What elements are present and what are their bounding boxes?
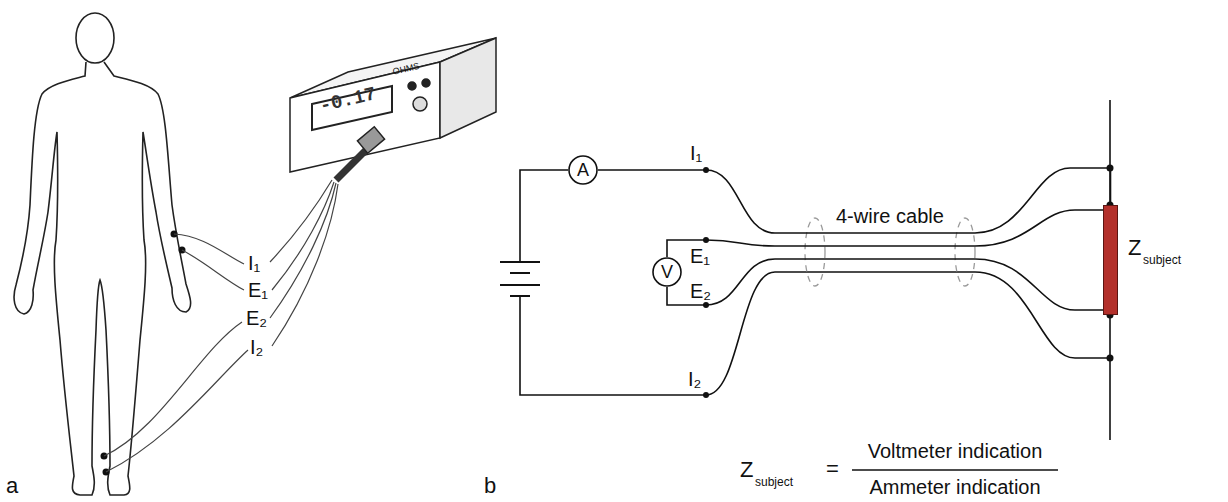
circuit-wire (598, 168, 1111, 233)
impedance-symbol: Z (1128, 236, 1141, 260)
lead-wires (104, 180, 338, 472)
formula-denominator: Ammeter indication (869, 476, 1040, 498)
impedance-subscript: subject (1143, 254, 1181, 267)
lead-name: E₂ (246, 307, 267, 329)
terminal-name: E₁ (690, 245, 710, 267)
formula-symbol: Z (740, 458, 753, 482)
formula-numerator: Voltmeter indication (868, 440, 1043, 462)
panel-letter: a (6, 474, 18, 498)
lead-name: I₁ (248, 252, 260, 274)
meter-device (290, 38, 496, 180)
circuit-wires (520, 100, 1110, 440)
cable-label: 4-wire cable (836, 205, 944, 227)
electrodes (101, 231, 186, 476)
panel-letter: b (484, 474, 496, 498)
subject-impedance: Zsubject (1103, 205, 1118, 315)
formula-equals: = (826, 457, 839, 481)
fraction-bar (852, 469, 1058, 471)
lead-name: I₂ (250, 336, 263, 358)
circuit-wire (667, 259, 1103, 310)
lead-name: E₁ (248, 279, 268, 301)
cable-sheath (805, 218, 975, 286)
terminal-name: E₂ (690, 280, 711, 302)
meter-letter: V (661, 263, 673, 281)
formula-subscript: subject (755, 476, 793, 489)
voltmeter-symbol: V (652, 257, 682, 287)
terminal-name: I₁ (690, 142, 702, 164)
human-figure (14, 13, 191, 495)
terminals (703, 165, 1114, 399)
battery-symbol (500, 262, 540, 296)
terminal-name: I₂ (688, 368, 701, 390)
ammeter-symbol: A (568, 155, 598, 185)
meter-letter: A (577, 161, 589, 179)
